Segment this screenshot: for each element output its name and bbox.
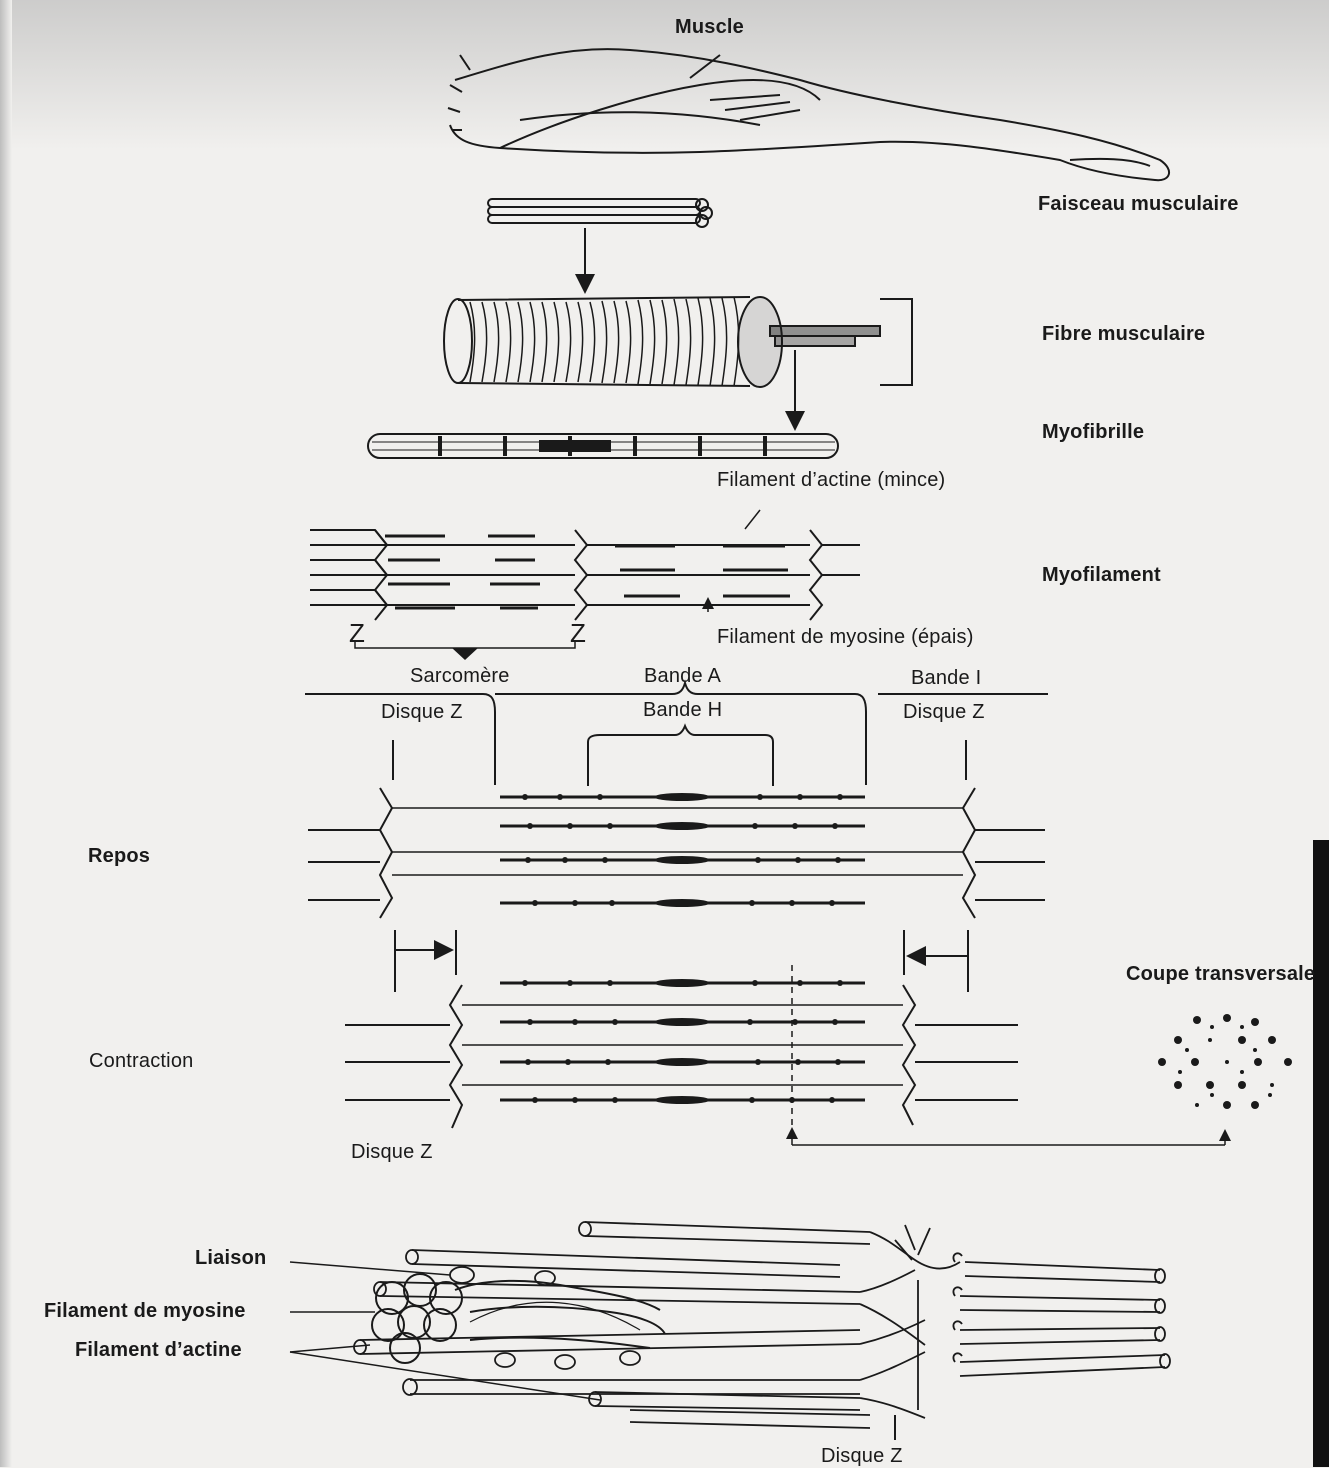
label-bande-h: Bande H (643, 699, 722, 722)
fibre-drawing (444, 297, 912, 427)
label-contraction: Contraction (89, 1050, 193, 1073)
label-z-left: Z (349, 618, 365, 649)
label-coupe-transversale: Coupe transversale (1126, 963, 1315, 986)
label-filament-myosine-epais: Filament de myosine (épais) (717, 626, 974, 649)
myofibrille-drawing (368, 434, 838, 458)
label-myofibrille: Myofibrille (1042, 421, 1144, 444)
contraction-sarcomere (345, 965, 1225, 1145)
label-filament-de-myosine: Filament de myosine (44, 1300, 246, 1323)
label-filament-d-actine: Filament d’actine (75, 1339, 242, 1362)
label-bande-i: Bande I (911, 667, 981, 690)
label-fibre-musculaire: Fibre musculaire (1042, 323, 1205, 346)
label-faisceau-musculaire: Faisceau musculaire (1038, 193, 1239, 216)
label-muscle: Muscle (675, 16, 744, 39)
label-disque-z-bottom: Disque Z (821, 1445, 903, 1468)
label-repos: Repos (88, 845, 150, 868)
label-filament-actine-mince: Filament d’actine (mince) (717, 469, 945, 492)
label-myofilament: Myofilament (1042, 564, 1161, 587)
label-disque-z-contraction: Disque Z (351, 1141, 433, 1164)
label-disque-z-left: Disque Z (381, 701, 463, 724)
label-bande-a: Bande A (644, 665, 721, 688)
faisceau-drawing (488, 199, 712, 290)
label-z-right: Z (570, 618, 586, 649)
molecular-filaments-drawing (290, 1222, 1170, 1440)
muscle-drawing (448, 49, 1169, 180)
label-sarcomere: Sarcomère (410, 665, 510, 688)
label-disque-z-right: Disque Z (903, 701, 985, 724)
repos-sarcomere (308, 788, 1045, 918)
coupe-transversale-dots (1158, 1014, 1292, 1109)
label-liaison: Liaison (195, 1247, 266, 1270)
